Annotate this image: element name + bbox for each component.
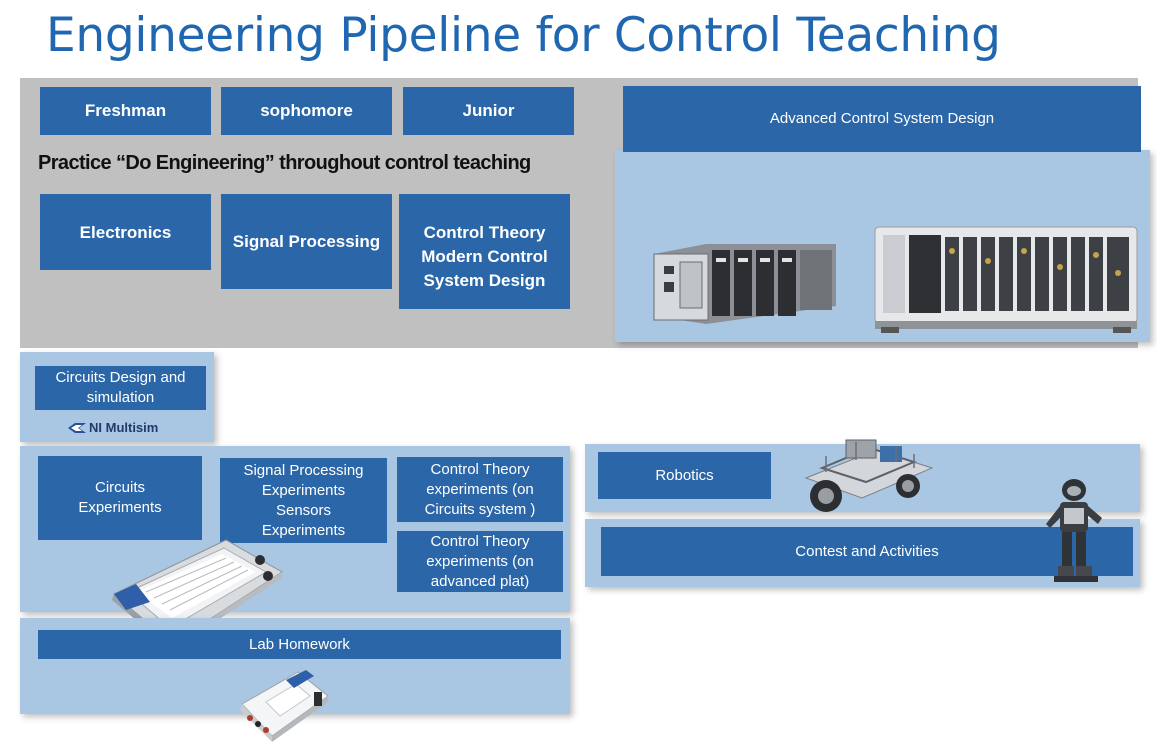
course-label: Electronics	[79, 223, 172, 242]
pxi-chassis-image	[871, 221, 1143, 333]
advanced-control-design: Advanced Control System Design	[623, 86, 1141, 152]
year-label: sophomore	[260, 101, 353, 120]
experiment-label: advanced plat)	[430, 572, 530, 590]
signal-experiments-box: Signal Processing Experiments Sensors Ex…	[220, 458, 387, 543]
control-advanced-experiments-box: Control Theory experiments (on advanced …	[397, 531, 563, 592]
circuits-experiments-box: Circuits Experiments	[38, 456, 202, 540]
year-label: Junior	[462, 101, 515, 120]
circuits-design-box: Circuits Design and simulation	[35, 366, 206, 410]
experiment-label: Circuits system )	[424, 500, 536, 518]
mydaq-device-image	[236, 666, 332, 744]
experiment-label: experiments (on	[426, 480, 534, 498]
contest-box: Contest and Activities	[601, 527, 1133, 576]
ni-multisim-logo: NI Multisim	[68, 420, 158, 435]
experiment-label: experiments (on	[426, 552, 534, 570]
multisim-text: NI Multisim	[89, 420, 159, 435]
experiment-label: Experiments	[78, 499, 162, 516]
experiment-label: Sensors	[275, 501, 332, 519]
year-junior: Junior	[403, 87, 574, 135]
course-electronics: Electronics	[40, 194, 211, 270]
lab-homework-box: Lab Homework	[38, 630, 561, 659]
experiment-label: Control Theory	[430, 460, 530, 478]
ni-eagle-icon	[68, 422, 86, 434]
course-label: Modern Control	[421, 246, 548, 266]
experiment-label: Experiments	[261, 481, 346, 499]
course-label: Control Theory	[423, 222, 546, 242]
lab-homework-label: Lab Homework	[249, 635, 350, 653]
year-sophomore: sophomore	[221, 87, 392, 135]
experiment-label: Control Theory	[430, 532, 530, 550]
humanoid-robot-image	[1036, 478, 1106, 586]
course-signal-processing: Signal Processing	[221, 194, 392, 289]
robotics-label: Robotics	[655, 466, 714, 484]
page-title: Engineering Pipeline for Control Teachin…	[46, 8, 1001, 63]
advanced-label: Advanced Control System Design	[769, 110, 995, 127]
experiment-label: Signal Processing	[243, 461, 364, 479]
robot-vehicle-image	[796, 432, 938, 522]
robotics-box: Robotics	[598, 452, 771, 499]
contest-label: Contest and Activities	[795, 542, 939, 560]
course-label: System Design	[423, 270, 546, 290]
course-control-theory: Control Theory Modern Control System Des…	[399, 194, 570, 309]
year-label: Freshman	[84, 101, 167, 120]
circuits-design-label: simulation	[86, 389, 155, 406]
control-circuits-experiments-box: Control Theory experiments (on Circuits …	[397, 457, 563, 522]
experiment-label: Experiments	[261, 521, 346, 539]
experiment-label: Circuits	[94, 479, 145, 496]
practice-statement: Practice “Do Engineering” throughout con…	[38, 152, 531, 174]
compactrio-image	[646, 236, 842, 328]
year-freshman: Freshman	[40, 87, 211, 135]
course-label: Signal Processing	[232, 231, 381, 251]
circuits-design-label: Circuits Design and	[55, 369, 186, 386]
